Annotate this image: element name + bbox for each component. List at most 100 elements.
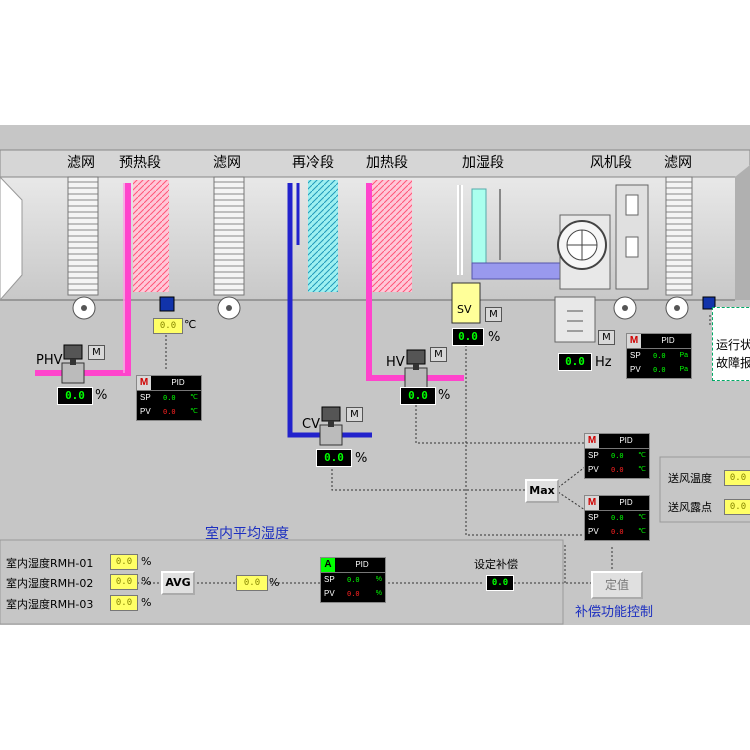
preheat-sp-value[interactable]: 0.0 [163,394,176,402]
hv-unit: % [438,388,451,403]
set-value-button[interactable]: 定值 [591,571,643,599]
filter-1 [67,176,99,320]
cv-opening-display: 0.0 [316,449,352,467]
room-avg-humidity-title: 室内平均湿度 [205,526,289,542]
supply-temp-display: 0.0 [724,470,750,486]
avg-humidity-display: 0.0 [236,575,268,591]
room-rmh03-unit: % [141,596,152,609]
humidifier-nozzle [471,188,487,274]
phv-label: PHV [36,353,63,368]
cooling-pipe [287,183,372,438]
fault-alarm-label: 故障报 [716,356,750,370]
cooling-pv-unit: ℃ [638,466,646,473]
fan-sp-unit: Pa [679,352,688,359]
fan-pid-mode[interactable]: M [627,334,641,348]
fan-pid-title: PID [661,336,675,345]
humidity-sp-key: SP [588,513,599,522]
preheat-pid-mode[interactable]: M [137,376,151,390]
preheat-pid-block[interactable]: M PID SP 0.0 ℃ PV 0.0 ℃ [136,375,202,421]
preheat-sp-key: SP [140,393,151,402]
cooling-pid-mode[interactable]: M [585,434,599,448]
section-filter-2: 滤网 [213,155,241,171]
room-rmh01-unit: % [141,555,152,568]
room-pid-title: PID [355,560,369,569]
room-rmh03-value: 0.0 [110,595,138,611]
signal-lines [137,315,711,584]
cv-manual-button[interactable]: M [346,407,363,422]
fan-sp-value[interactable]: 0.0 [653,352,666,360]
preheat-coil [133,180,169,292]
set-compensation-label: 设定补偿 [474,558,518,571]
section-filter-3: 滤网 [664,155,692,171]
fan-hz-unit: Hz [595,355,612,370]
preheat-temp-display[interactable]: 0.0 [153,318,183,334]
cooling-sp-value[interactable]: 0.0 [611,452,624,460]
humidity-sp-unit: ℃ [638,514,646,521]
sv-manual-button[interactable]: M [485,307,502,322]
sv-valve [451,282,481,324]
room-sp-key: SP [324,575,335,584]
section-filter-1: 滤网 [67,155,95,171]
cv-valve [319,406,343,446]
humidity-sp-value[interactable]: 0.0 [611,514,624,522]
hv-label: HV [386,355,405,370]
cooling-sp-unit: ℃ [638,452,646,459]
cv-unit: % [355,451,368,466]
fan-hz-display: 0.0 [558,353,592,371]
cooling-pv-key: PV [588,465,599,474]
room-humidity-frame [0,539,564,625]
heating-coil [372,180,412,292]
humidity-pid-mode[interactable]: M [585,496,599,510]
humidity-pid-title: PID [619,498,633,507]
hv-opening-display: 0.0 [400,387,436,405]
humidity-pv-value: 0.0 [611,528,624,536]
avg-button[interactable]: AVG [161,571,195,595]
preheat-sp-unit: ℃ [190,394,198,401]
sv-unit: % [488,330,501,345]
ahu-control-panel: 滤网 预热段 滤网 再冷段 加热段 加湿段 风机段 滤网 0.0 ℃ PHV M… [0,125,750,625]
phv-unit: % [95,388,108,403]
fan-pv-unit: Pa [679,366,688,373]
humidifier-pan [471,262,561,280]
section-heating: 加热段 [366,155,408,171]
room-rmh01-value: 0.0 [110,554,138,570]
room-sp-unit: % [375,576,382,583]
room-rmh03-label: 室内湿度RMH-03 [6,598,94,611]
cooling-pid-block[interactable]: M PID SP 0.0 ℃ PV 0.0 ℃ [584,433,650,479]
room-pid-mode[interactable]: A [321,558,335,572]
section-recool: 再冷段 [292,155,334,171]
duct-top-band [0,149,750,178]
cooling-pid-title: PID [619,436,633,445]
preheat-pid-title: PID [171,378,185,387]
filter-2 [213,176,245,320]
cooling-sp-key: SP [588,451,599,460]
room-sp-value[interactable]: 0.0 [347,576,360,584]
room-pv-value: 0.0 [347,590,360,598]
cooling-pv-value: 0.0 [611,466,624,474]
room-rmh02-label: 室内湿度RMH-02 [6,577,94,590]
preheat-pv-unit: ℃ [190,408,198,415]
hv-valve [404,349,428,389]
sv-opening-display: 0.0 [452,328,484,346]
phv-manual-button[interactable]: M [88,345,105,360]
phv-opening-display: 0.0 [57,387,93,405]
section-fan: 风机段 [590,155,632,171]
cooling-coil [308,180,338,292]
section-preheat: 预热段 [119,155,161,171]
fan-sp-key: SP [630,351,641,360]
avg-humidity-unit: % [269,576,280,589]
fan-pv-key: PV [630,365,641,374]
preheat-pv-value: 0.0 [163,408,176,416]
set-compensation-display: 0.0 [486,575,514,591]
room-pv-unit: % [375,590,382,597]
preheat-pv-key: PV [140,407,151,416]
supply-fan [557,184,649,290]
supply-dew-display: 0.0 [724,499,750,515]
section-humidify: 加湿段 [462,155,504,171]
hv-manual-button[interactable]: M [430,347,447,362]
fan-manual-button[interactable]: M [598,330,615,345]
max-selector-button[interactable]: Max [525,479,559,503]
